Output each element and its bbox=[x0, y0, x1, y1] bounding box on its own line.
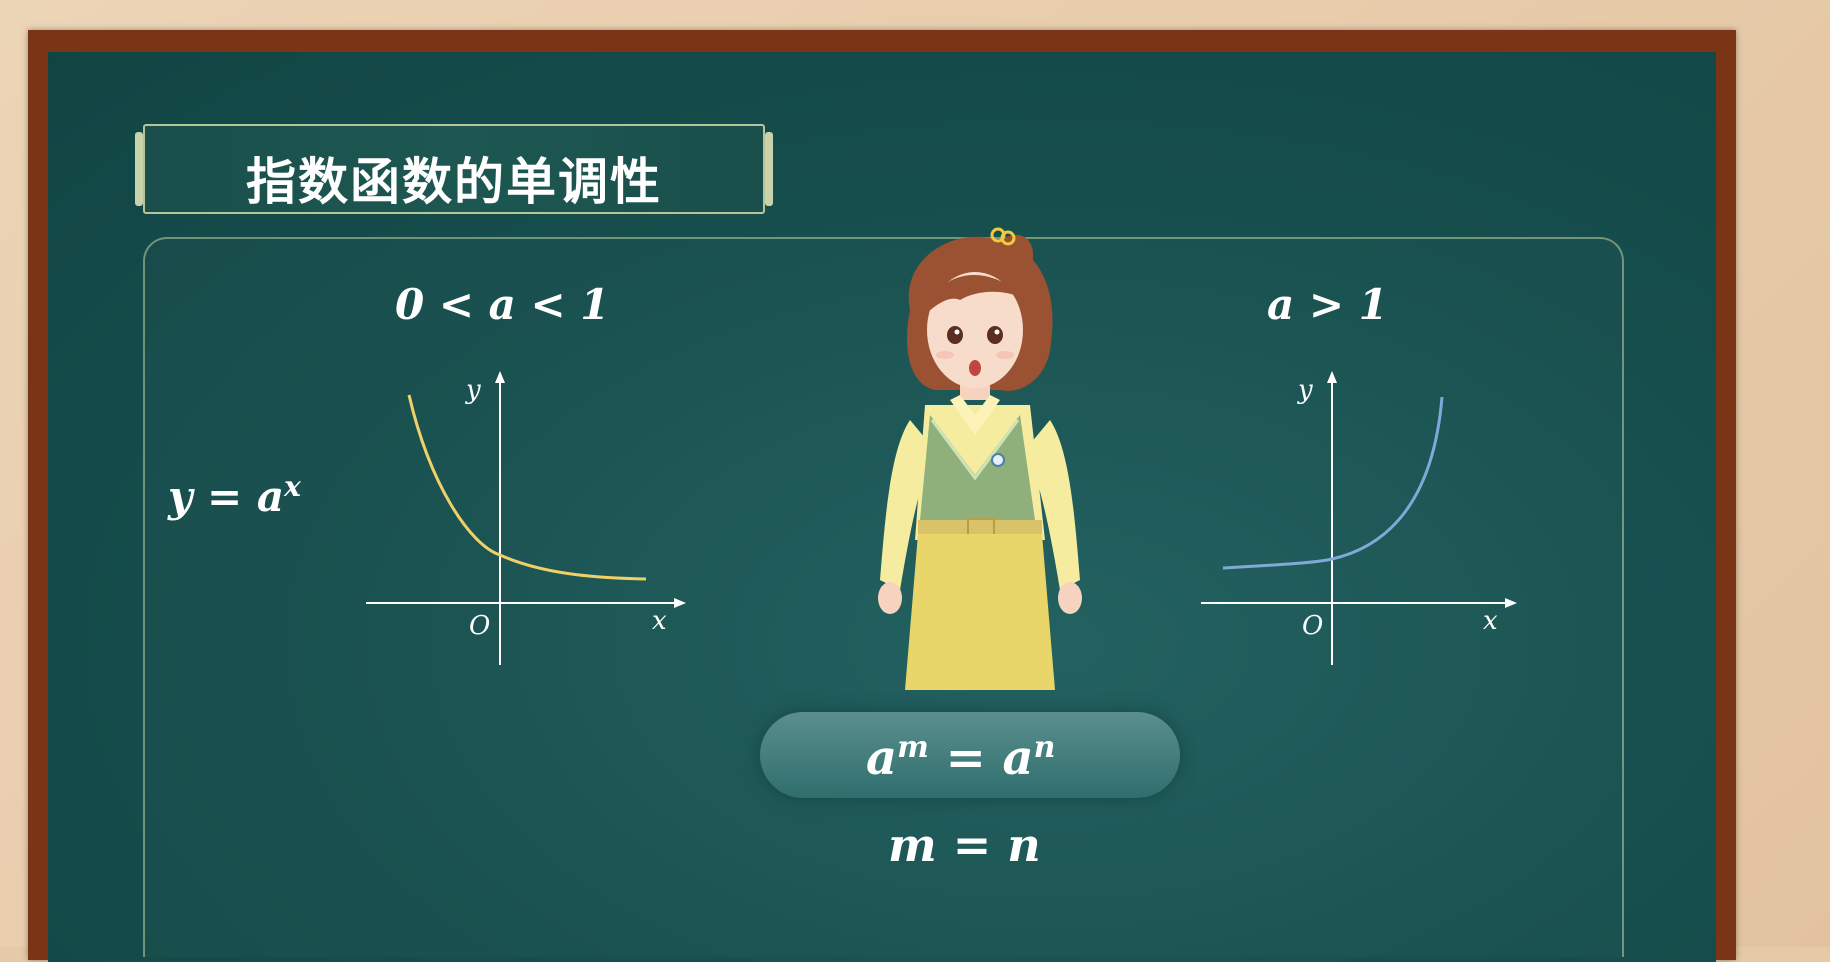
eq-right-base: a bbox=[1002, 730, 1034, 786]
slide-title: 指数函数的单调性 bbox=[246, 153, 662, 211]
title-plate: 指数函数的单调性 bbox=[135, 124, 773, 214]
function-exponent: x bbox=[284, 470, 301, 503]
condition-right: a > 1 bbox=[1267, 280, 1388, 329]
origin-label: O bbox=[469, 611, 490, 641]
condition-left: 0 < a < 1 bbox=[395, 280, 610, 329]
equation-powers: am = an bbox=[866, 730, 1055, 786]
equation-highlight bbox=[760, 712, 1180, 798]
teacher-illustration bbox=[878, 227, 1082, 690]
eq-left-base: a bbox=[866, 730, 898, 786]
increasing-curve bbox=[1222, 396, 1444, 570]
eq-left-exponent: m bbox=[897, 730, 929, 765]
y-axis-arrow-icon bbox=[495, 371, 505, 383]
graph-increasing: y x O bbox=[1201, 371, 1517, 665]
origin-label: O bbox=[1302, 611, 1323, 641]
x-axis-arrow-icon bbox=[674, 598, 686, 608]
x-axis-label: x bbox=[652, 606, 667, 636]
equation-exponents: m = n bbox=[888, 818, 1041, 872]
x-axis-arrow-icon bbox=[1505, 598, 1517, 608]
y-axis-label: y bbox=[465, 375, 481, 405]
eq-equals: = bbox=[928, 730, 1003, 786]
x-axis-label: x bbox=[1483, 606, 1498, 636]
function-formula: y = ax bbox=[168, 470, 301, 521]
y-axis-label: y bbox=[1297, 375, 1313, 405]
graph-decreasing: y x O bbox=[366, 371, 686, 665]
decreasing-curve bbox=[407, 394, 647, 581]
content-panel bbox=[143, 237, 1624, 957]
y-axis-arrow-icon bbox=[1327, 371, 1337, 383]
function-base: y = a bbox=[168, 472, 285, 521]
eq-right-exponent: n bbox=[1033, 730, 1056, 765]
